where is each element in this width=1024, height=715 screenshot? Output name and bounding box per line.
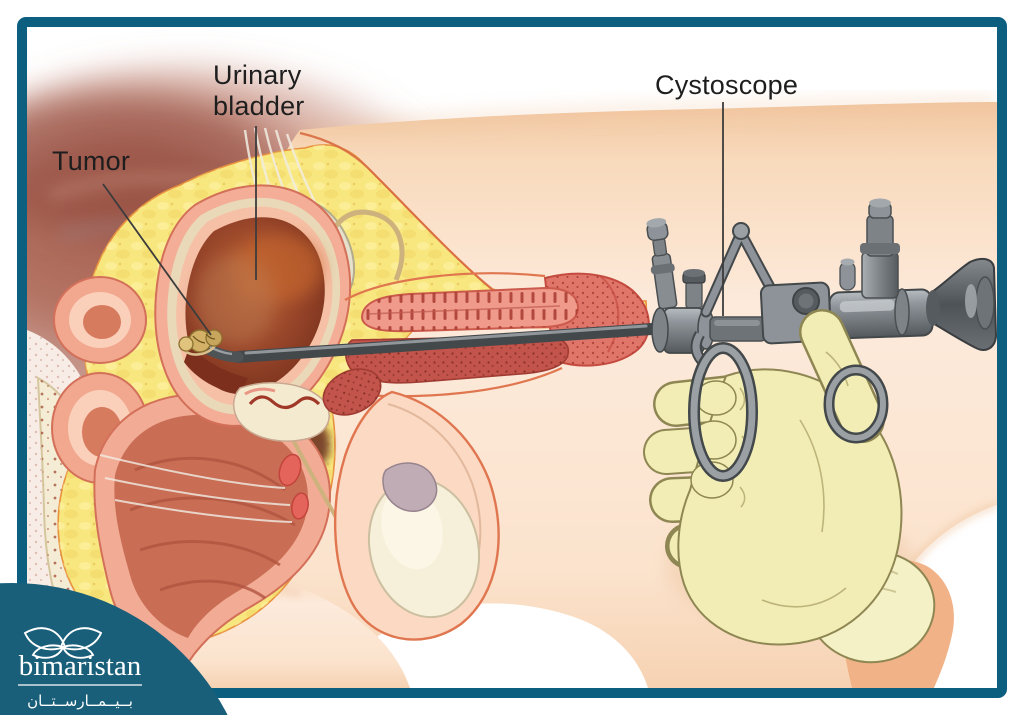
- skin-top-shading: [299, 95, 997, 138]
- groin-crease-line: [299, 131, 493, 290]
- irrigation-port: [646, 218, 678, 310]
- penis-cross-section: [322, 272, 650, 416]
- perineal-muscles: [99, 453, 309, 523]
- stopcock-port: [682, 269, 706, 309]
- logo-arabic-wordmark: بــيــمــارســتــان: [27, 692, 133, 710]
- instrument-channel-port: [860, 198, 900, 299]
- bladder-neck-opening: [184, 345, 248, 395]
- prostate: [232, 382, 330, 442]
- penis-skin-top: [344, 272, 546, 301]
- label-tumor: Tumor: [52, 146, 131, 176]
- label-urinary-bladder: Urinary bladder: [213, 60, 305, 122]
- epididymis: [382, 462, 438, 512]
- tumor-leader-line: [102, 183, 212, 336]
- handle-rings: [688, 331, 889, 482]
- cystoscope-body: [646, 198, 997, 379]
- scrotum: [333, 390, 500, 641]
- bladder-tumor: [178, 329, 223, 353]
- leader-lines: [102, 102, 724, 336]
- rectum: [93, 393, 332, 670]
- logo-wordmark: bimaristan: [19, 650, 142, 682]
- bimaristan-logo: bimaristan بــيــمــارســتــان: [0, 583, 228, 715]
- label-cystoscope: Cystoscope: [655, 70, 799, 100]
- frame-border: [17, 17, 1007, 698]
- port-nub: [839, 261, 856, 291]
- eyepiece: [926, 257, 997, 351]
- crossed-leaves-icon: [23, 627, 103, 659]
- logo-disc: [0, 583, 228, 715]
